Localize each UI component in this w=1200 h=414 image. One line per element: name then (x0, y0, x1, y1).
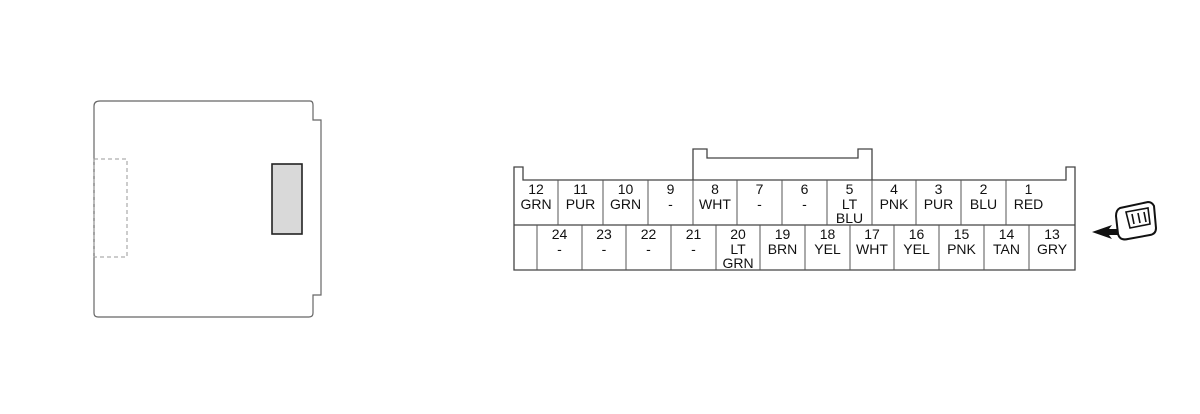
pin-number: 5 (846, 181, 854, 197)
pin-number: 15 (954, 226, 970, 242)
connector-outline (513, 166, 1076, 271)
pin-number: 11 (573, 181, 588, 197)
wire-color: - (668, 196, 673, 212)
wire-color: RED (1014, 196, 1044, 212)
wire-color: BLU (836, 210, 863, 226)
pin-number: 6 (801, 181, 809, 197)
wire-color: LT (730, 241, 746, 257)
pin-number: 24 (552, 226, 568, 242)
wire-color: PUR (924, 196, 954, 212)
wire-color: BRN (768, 241, 798, 257)
pin-number: 3 (935, 181, 943, 197)
wire-color: - (646, 241, 651, 257)
pin-cavity-7: 7- (756, 181, 764, 212)
pin-number: 1 (1025, 181, 1033, 197)
wire-color: WHT (699, 196, 731, 212)
pin-number: 9 (667, 181, 675, 197)
locking-tab (692, 148, 873, 180)
pin-number: 8 (711, 181, 719, 197)
wire-color: PUR (566, 196, 596, 212)
wire-color: - (691, 241, 696, 257)
pin-number: 10 (618, 181, 634, 197)
view-arrow (1092, 225, 1122, 239)
connector-face-view-icon (1092, 200, 1158, 241)
pin-number: 13 (1044, 226, 1060, 242)
wire-color: - (757, 196, 762, 212)
wire-color: - (557, 241, 562, 257)
pin-cavity-23: 23- (596, 226, 612, 257)
wire-color: YEL (814, 241, 841, 257)
wire-color: LT (842, 196, 858, 212)
pin-number: 4 (890, 181, 898, 197)
connector-window (271, 163, 303, 235)
hidden-tab-outline (93, 158, 128, 258)
wire-color: GRN (722, 255, 753, 271)
pin-number: 12 (528, 181, 544, 197)
wire-color: BLU (970, 196, 997, 212)
wire-color: PNK (947, 241, 976, 257)
pin-cavity-21: 21- (686, 226, 702, 257)
pin-cavity-6: 6- (801, 181, 809, 212)
wire-color: TAN (993, 241, 1020, 257)
housing-outline (93, 100, 322, 318)
module-housing-icon (93, 100, 322, 318)
pin-number: 23 (596, 226, 612, 242)
wire-color: GRN (520, 196, 551, 212)
wire-color: - (602, 241, 607, 257)
pin-cavity-24: 24- (552, 226, 568, 257)
pin-number: 18 (820, 226, 836, 242)
wire-color: GRY (1037, 241, 1068, 257)
wire-color: GRN (610, 196, 641, 212)
wire-color: PNK (880, 196, 909, 212)
connector-opening-sketch (1125, 207, 1151, 229)
terminal-slots-sketch (1131, 211, 1147, 225)
pin-number: 19 (775, 226, 791, 242)
pin-number: 20 (730, 226, 746, 242)
wire-color: WHT (856, 241, 888, 257)
pin-cavity-9: 9- (667, 181, 675, 212)
pin-number: 21 (686, 226, 702, 242)
pin-number: 7 (756, 181, 764, 197)
pin-number: 2 (980, 181, 988, 197)
pin-number: 14 (999, 226, 1015, 242)
pin-number: 17 (864, 226, 880, 242)
pin-number: 22 (641, 226, 657, 242)
pin-cavity-22: 22- (641, 226, 657, 257)
wire-color: - (802, 196, 807, 212)
wire-color: YEL (903, 241, 930, 257)
connector-face: 12GRN11PUR10GRN9-8WHT7-6-5LTBLU4PNK3PUR2… (513, 148, 1076, 271)
pin-number: 16 (909, 226, 925, 242)
